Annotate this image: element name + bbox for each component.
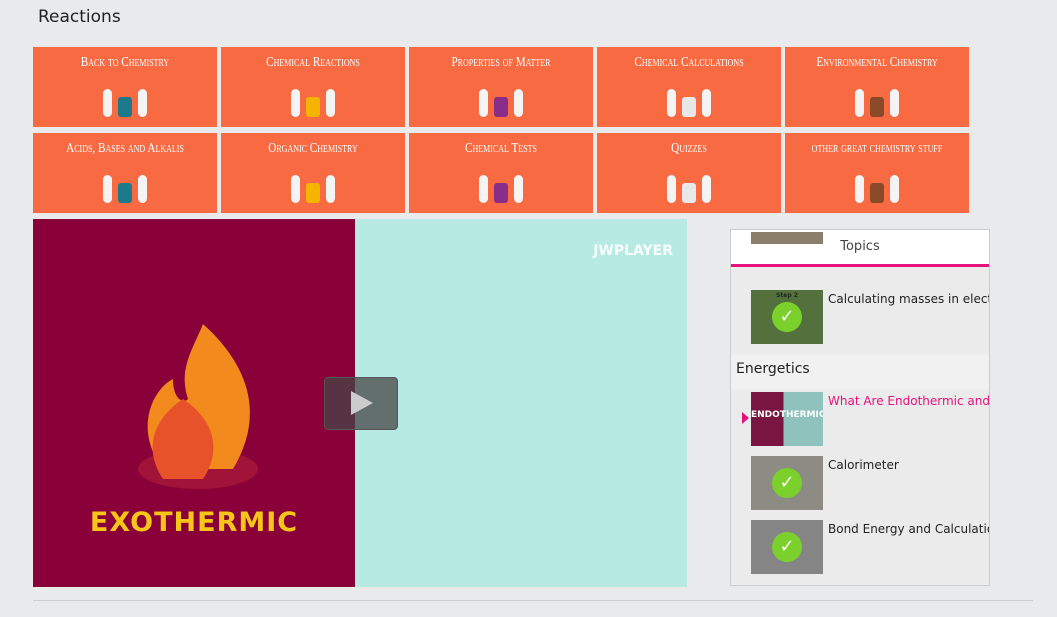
topics-panel: Topics Step 2 ✓ Calculating masses in el…	[730, 229, 990, 586]
check-icon: ✓	[772, 468, 802, 498]
illustration	[221, 163, 405, 203]
illustration	[785, 77, 969, 117]
lab-equipment-icon	[306, 183, 320, 203]
page-title: Reactions	[38, 7, 121, 27]
item-title: Bond Energy and Calculation	[828, 522, 990, 536]
video-thumbnail: ✓	[751, 456, 823, 510]
lab-equipment-icon	[118, 97, 132, 117]
lab-equipment-icon	[494, 183, 508, 203]
illustration	[221, 77, 405, 117]
tile-properties-of-matter[interactable]: Properties of Matter	[409, 47, 593, 127]
item-title: What Are Endothermic and E	[828, 394, 990, 408]
illustration	[409, 77, 593, 117]
video-thumbnail: ✓	[751, 520, 823, 574]
current-indicator-icon	[742, 412, 749, 424]
tile-label: Chemical Reactions	[266, 55, 360, 70]
tile-other-great-chemistry-stuff[interactable]: other great chemistry stuff	[785, 133, 969, 213]
character-icon	[702, 89, 711, 117]
lab-equipment-icon	[494, 97, 508, 117]
character-icon	[479, 175, 488, 203]
jwplayer-logo: JWPLAYER	[593, 243, 673, 259]
character-icon	[667, 175, 676, 203]
character-icon	[326, 175, 335, 203]
illustration	[597, 163, 781, 203]
tile-label: Acids, Bases and Alkalis	[66, 141, 184, 156]
play-button[interactable]	[324, 377, 398, 430]
character-icon	[138, 175, 147, 203]
check-icon: ✓	[772, 532, 802, 562]
character-icon	[702, 175, 711, 203]
character-icon	[890, 89, 899, 117]
character-icon	[326, 89, 335, 117]
tile-label: other great chemistry stuff	[811, 141, 943, 156]
tile-quizzes[interactable]: Quizzes	[597, 133, 781, 213]
video-thumbnail: Step 2 ✓	[751, 290, 823, 344]
flame-icon	[138, 324, 258, 489]
lab-equipment-icon	[306, 97, 320, 117]
tile-label: Organic Chemistry	[268, 141, 358, 156]
lab-equipment-icon	[682, 97, 696, 117]
illustration	[33, 163, 217, 203]
tile-environmental-chemistry[interactable]: Environmental Chemistry	[785, 47, 969, 127]
divider	[33, 600, 1033, 601]
lab-equipment-icon	[682, 183, 696, 203]
character-icon	[138, 89, 147, 117]
thumb-text: Step 2	[776, 292, 798, 299]
tile-back-to-chemistry[interactable]: Back to Chemistry	[33, 47, 217, 127]
illustration	[785, 163, 969, 203]
tile-label: Back to Chemistry	[80, 55, 170, 70]
tile-chemical-calculations[interactable]: Chemical Calculations	[597, 47, 781, 127]
tile-label: Properties of Matter	[451, 55, 551, 70]
character-icon	[667, 89, 676, 117]
video-thumbnail: ENDOTHERMIC & EXOTHERMIC	[751, 392, 823, 446]
character-icon	[479, 89, 488, 117]
video-player[interactable]: EXOTHERMIC JWPLAYER	[33, 219, 687, 587]
character-icon	[890, 175, 899, 203]
character-icon	[855, 175, 864, 203]
character-icon	[291, 89, 300, 117]
thumb-text: ENDOTHERMIC & EXOTHERMIC	[751, 410, 823, 420]
video-thumbnail	[751, 232, 823, 244]
character-icon	[291, 175, 300, 203]
tile-organic-chemistry[interactable]: Organic Chemistry	[221, 133, 405, 213]
illustration	[597, 77, 781, 117]
tile-label: Environmental Chemistry	[816, 55, 938, 70]
illustration	[33, 77, 217, 117]
video-poster: EXOTHERMIC	[33, 219, 355, 587]
character-icon	[103, 89, 112, 117]
illustration	[409, 163, 593, 203]
tile-label: Chemical Calculations	[634, 55, 744, 70]
character-icon	[514, 175, 523, 203]
character-icon	[103, 175, 112, 203]
tile-acids-bases-and-alkalis[interactable]: Acids, Bases and Alkalis	[33, 133, 217, 213]
lab-equipment-icon	[118, 183, 132, 203]
tile-label: Quizzes	[671, 141, 707, 156]
poster-title: EXOTHERMIC	[89, 507, 299, 538]
lab-equipment-icon	[870, 97, 884, 117]
section-heading: Energetics	[731, 354, 989, 390]
item-title: Calculating masses in electro	[828, 292, 990, 306]
tile-chemical-reactions[interactable]: Chemical Reactions	[221, 47, 405, 127]
character-icon	[514, 89, 523, 117]
tile-chemical-tests[interactable]: Chemical Tests	[409, 133, 593, 213]
tile-label: Chemical Tests	[464, 141, 538, 156]
check-icon: ✓	[772, 302, 802, 332]
item-title: Calorimeter	[828, 458, 899, 472]
lab-equipment-icon	[870, 183, 884, 203]
character-icon	[855, 89, 864, 117]
